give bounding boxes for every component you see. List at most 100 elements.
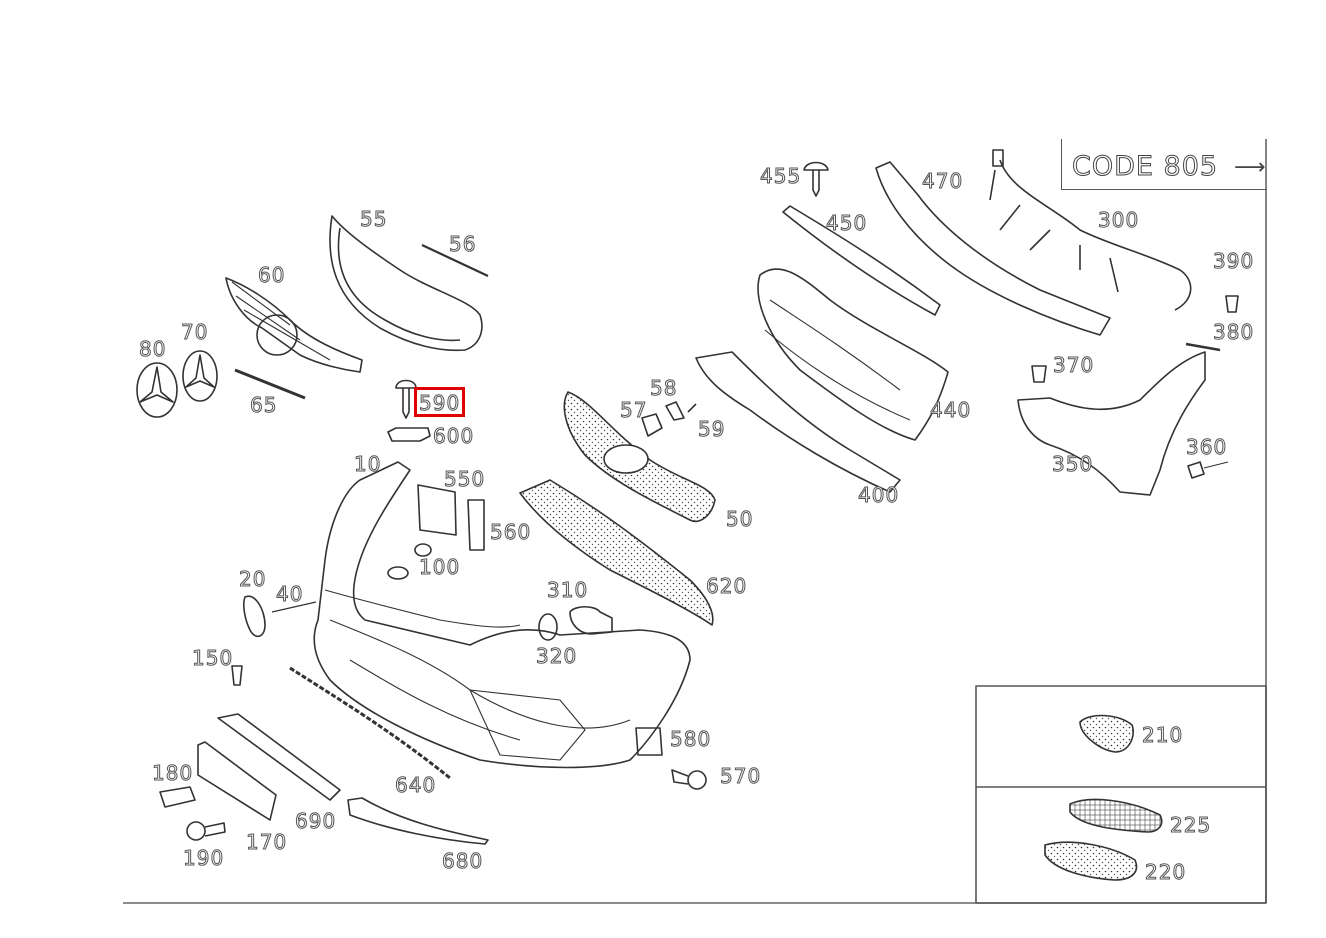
part-label-440[interactable]: 440 (929, 398, 972, 422)
part-170-shape (197, 741, 277, 821)
part-label-59[interactable]: 59 (697, 417, 726, 441)
part-label-50[interactable]: 50 (725, 507, 754, 531)
part-label-400[interactable]: 400 (857, 483, 900, 507)
part-label-320[interactable]: 320 (535, 644, 578, 668)
part-label-220[interactable]: 220 (1144, 860, 1187, 884)
part-10-fog-cutout (469, 689, 586, 761)
part-550-shape (417, 484, 457, 536)
part-label-100[interactable]: 100 (418, 555, 461, 579)
part-label-380[interactable]: 380 (1212, 320, 1255, 344)
part-label-550[interactable]: 550 (443, 467, 486, 491)
part-59-shape (687, 403, 697, 413)
part-440-shape (757, 268, 949, 441)
part-label-370[interactable]: 370 (1052, 353, 1095, 377)
part-360-shape (1187, 461, 1205, 479)
part-label-58[interactable]: 58 (649, 376, 678, 400)
part-label-150[interactable]: 150 (191, 646, 234, 670)
code-805-label: CODE 805 (1071, 151, 1219, 183)
code-805-box: CODE 805 ⟶ (1061, 139, 1267, 190)
part-580-shape (635, 727, 663, 756)
part-560-shape (467, 499, 485, 551)
part-label-65[interactable]: 65 (249, 393, 278, 417)
part-56-shape (421, 244, 489, 277)
part-590-head (395, 379, 417, 389)
part-180-shape (159, 786, 196, 808)
part-65-shape (234, 368, 306, 400)
part-label-60[interactable]: 60 (257, 263, 286, 287)
part-label-600[interactable]: 600 (432, 424, 475, 448)
part-10-contours (324, 589, 631, 741)
part-label-190[interactable]: 190 (182, 846, 225, 870)
part-570-head (687, 770, 707, 790)
part-label-300[interactable]: 300 (1097, 208, 1140, 232)
part-label-80[interactable]: 80 (138, 337, 167, 361)
part-80-emblem (136, 362, 178, 418)
part-10-hole (387, 566, 409, 580)
part-20-shape (243, 595, 266, 638)
part-label-620[interactable]: 620 (705, 574, 748, 598)
part-690-shape (217, 713, 341, 801)
part-380-shape (1185, 342, 1221, 352)
part-label-640[interactable]: 640 (394, 773, 437, 797)
part-600-shape (387, 427, 431, 442)
part-190-head (186, 821, 206, 841)
part-190-shank (204, 822, 226, 837)
part-label-20[interactable]: 20 (238, 567, 267, 591)
part-label-450[interactable]: 450 (825, 211, 868, 235)
part-label-580[interactable]: 580 (669, 727, 712, 751)
part-225-shape (1069, 798, 1163, 833)
highlight-box-590 (414, 387, 465, 417)
part-label-56[interactable]: 56 (448, 232, 477, 256)
part-label-390[interactable]: 390 (1212, 249, 1255, 273)
part-150-shape (231, 665, 243, 686)
part-310-shape (569, 605, 613, 635)
part-label-590[interactable]: 590 (418, 391, 461, 415)
part-label-70[interactable]: 70 (180, 320, 209, 344)
part-470-shape (875, 161, 1111, 336)
part-300-connector (992, 149, 1004, 167)
part-590-shank (402, 388, 410, 419)
part-label-350[interactable]: 350 (1051, 452, 1094, 476)
part-300-main (999, 159, 1192, 311)
part-label-10[interactable]: 10 (353, 452, 382, 476)
part-label-210[interactable]: 210 (1141, 723, 1184, 747)
part-label-180[interactable]: 180 (151, 761, 194, 785)
part-80-star (139, 366, 174, 403)
part-390-shape (1225, 295, 1239, 313)
part-40-shape (271, 601, 317, 613)
part-70-emblem (182, 350, 218, 402)
part-label-310[interactable]: 310 (546, 578, 589, 602)
part-label-360[interactable]: 360 (1185, 435, 1228, 459)
part-label-570[interactable]: 570 (719, 764, 762, 788)
arrow-right-icon: ⟶ (1234, 155, 1266, 180)
part-60-bars (231, 281, 331, 361)
inset-box (975, 685, 1267, 904)
part-label-40[interactable]: 40 (275, 582, 304, 606)
part-360-leader (1203, 461, 1229, 469)
part-50-cutout (603, 444, 649, 474)
part-350-shape (1017, 351, 1206, 496)
part-label-560[interactable]: 560 (489, 520, 532, 544)
part-320-shape (538, 613, 558, 641)
part-label-680[interactable]: 680 (441, 849, 484, 873)
part-label-455[interactable]: 455 (759, 164, 802, 188)
part-label-225[interactable]: 225 (1169, 813, 1212, 837)
part-400-shape (695, 351, 901, 493)
part-455-head (803, 161, 829, 171)
part-label-57[interactable]: 57 (619, 398, 648, 422)
part-210-shape (1079, 714, 1134, 753)
part-620-shape (519, 479, 714, 626)
part-10-bumper (313, 461, 691, 769)
part-label-470[interactable]: 470 (921, 169, 964, 193)
part-60-shape (225, 277, 363, 373)
part-label-170[interactable]: 170 (245, 830, 288, 854)
part-label-690[interactable]: 690 (294, 809, 337, 833)
part-300-branches (989, 169, 1119, 293)
part-label-55[interactable]: 55 (359, 207, 388, 231)
part-220-shape (1044, 841, 1138, 881)
part-455-shank (812, 170, 820, 197)
part-100-shape (414, 543, 432, 557)
part-70-star (185, 354, 215, 388)
